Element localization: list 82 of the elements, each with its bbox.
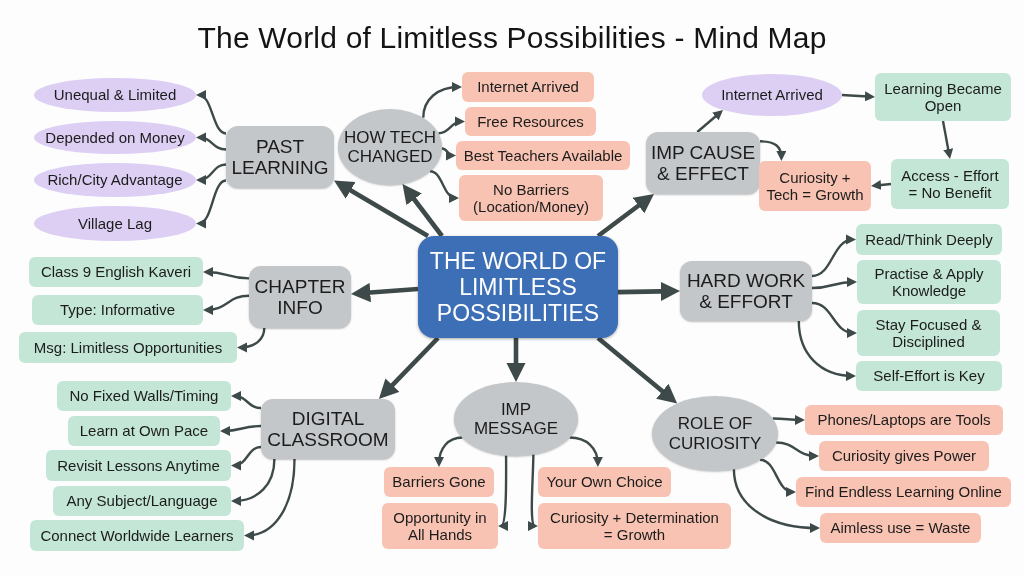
subtopic-box: Find Endless Learning Online — [796, 477, 1011, 507]
arrow — [759, 458, 796, 496]
arrow — [841, 91, 875, 102]
arrow — [811, 277, 857, 290]
arrow — [196, 133, 227, 151]
arrow — [596, 336, 678, 404]
arrow — [334, 180, 430, 238]
subtopic-box: Msg: Limitless Opportunities — [19, 332, 237, 363]
arrow — [203, 294, 250, 315]
subtopic-box: Curiosity + Tech = Growth — [759, 161, 871, 211]
arrow — [617, 281, 680, 301]
arrow — [434, 436, 463, 467]
title: The World of Limitless Possibilities - Mind Map — [197, 20, 827, 56]
arrow — [402, 183, 444, 238]
arrow — [220, 424, 262, 436]
subtopic-box: Self-Effort is Key — [856, 361, 1002, 391]
subtopic-box: Best Teachers Available — [456, 141, 630, 170]
arrow — [506, 338, 526, 382]
branch-topic-box: PAST LEARNING — [226, 126, 334, 188]
arrow — [244, 458, 296, 540]
arrow — [196, 179, 227, 227]
subtopic-box: Read/Think Deeply — [856, 224, 1002, 255]
arrow — [776, 441, 819, 461]
arrow — [441, 147, 456, 160]
subtopic-oval: Village Lag — [34, 206, 196, 241]
arrow — [772, 414, 805, 425]
subtopic-box: Learn at Own Pace — [68, 416, 220, 446]
subtopic-box: Access - Effort = No Benefit — [891, 159, 1009, 209]
subtopic-box: Internet Arrived — [462, 72, 594, 102]
arrow — [732, 469, 820, 533]
subtopic-oval: Depended on Money — [34, 121, 196, 154]
branch-topic-oval: IMP MESSAGE — [454, 382, 578, 456]
arrow — [422, 82, 462, 118]
arrow — [196, 91, 227, 135]
subtopic-oval: Internet Arrived — [702, 74, 842, 116]
arrow — [811, 235, 856, 278]
arrow — [498, 455, 510, 528]
arrow — [438, 117, 465, 135]
subtopic-box: Class 9 English Kaveri — [29, 257, 203, 287]
arrow — [811, 301, 857, 338]
arrow — [569, 436, 603, 467]
arrow — [237, 327, 266, 353]
subtopic-box: Revisit Lessons Anytime — [46, 450, 231, 481]
arrow — [203, 267, 250, 280]
arrow — [231, 445, 262, 470]
subtopic-box: Any Subject/Language — [53, 486, 231, 516]
subtopic-box: Free Resources — [465, 107, 596, 136]
subtopic-box: Stay Focused & Disciplined — [857, 310, 1000, 356]
arrow — [941, 120, 954, 159]
arrow — [231, 458, 276, 506]
subtopic-box: No Fixed Walls/Timing — [57, 381, 231, 411]
subtopic-box: Barriers Gone — [384, 467, 494, 497]
branch-topic-box: CHAPTER INFO — [249, 266, 351, 328]
subtopic-box: Learning Became Open — [875, 73, 1011, 121]
subtopic-box: Phones/Laptops are Tools — [805, 405, 1003, 435]
subtopic-box: Your Own Choice — [538, 467, 671, 497]
arrow — [871, 180, 892, 190]
arrow — [526, 454, 538, 528]
arrow — [759, 140, 787, 161]
subtopic-oval: Unequal & Limited — [34, 78, 196, 112]
branch-topic-oval: ROLE OF CURIOSITY — [652, 396, 778, 471]
subtopic-box: Connect Worldwide Learners — [30, 520, 244, 551]
subtopic-box: No Barriers (Location/Money) — [459, 175, 603, 221]
arrow — [797, 320, 856, 381]
arrow — [351, 282, 419, 303]
branch-topic-box: IMP CAUSE & EFFECT — [646, 132, 760, 194]
arrow — [696, 110, 723, 133]
branch-topic-oval: HOW TECH CHANGED — [338, 109, 442, 185]
branch-topic-box: HARD WORK & EFFORT — [680, 261, 812, 321]
subtopic-box: Type: Informative — [32, 295, 203, 325]
subtopic-box: Curiosity + Determination = Growth — [538, 503, 731, 549]
arrow — [196, 163, 227, 185]
subtopic-box: Opportunity in All Hands — [382, 503, 498, 549]
branch-topic-box: DIGITAL CLASSROOM — [261, 399, 395, 459]
subtopic-oval: Rich/City Advantage — [34, 163, 196, 197]
central-topic-box: THE WORLD OF LIMITLESS POSSIBILITIES — [418, 236, 618, 338]
arrow — [378, 336, 440, 399]
arrow — [596, 194, 654, 238]
arrow — [231, 391, 262, 410]
subtopic-box: Aimless use = Waste — [820, 513, 981, 543]
subtopic-box: Curiosity gives Power — [819, 441, 989, 471]
subtopic-box: Practise & Apply Knowledge — [857, 260, 1001, 304]
